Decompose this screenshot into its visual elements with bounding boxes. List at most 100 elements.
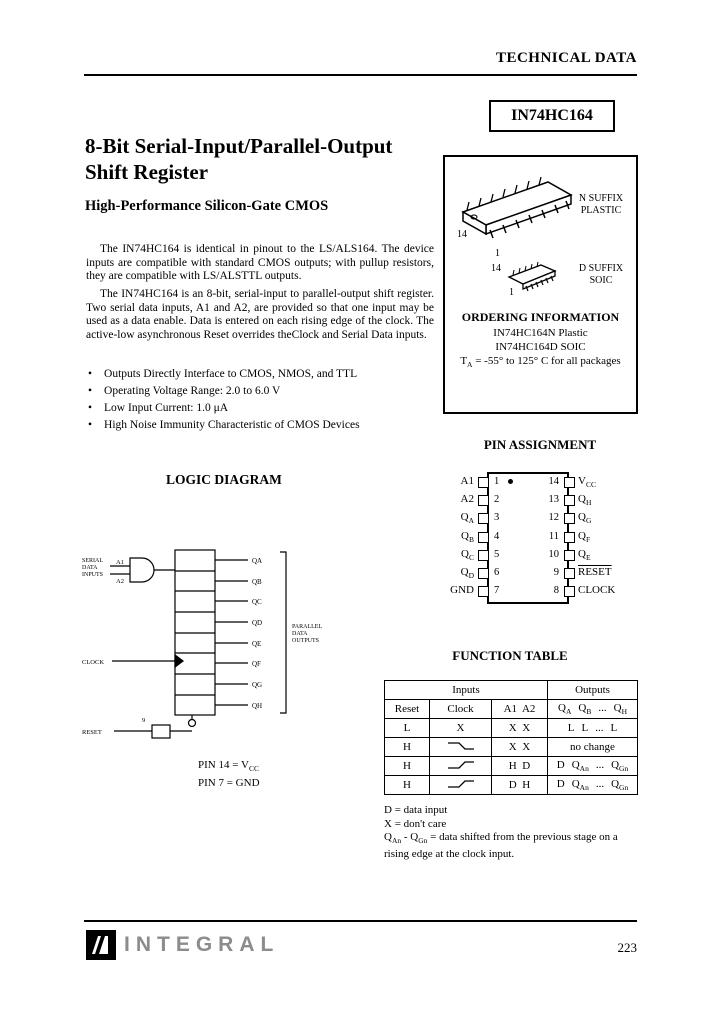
temperature-range: TA = -55° to 125° C for all packages (460, 355, 621, 370)
svg-text:OUTPUTS: OUTPUTS (292, 638, 319, 644)
pin-row: A2 2 13 QH (460, 493, 592, 508)
pin-square (564, 532, 575, 543)
reset-pin-number: 9 (142, 717, 145, 724)
note-x: X = don't care (384, 817, 447, 830)
pin-square (478, 568, 489, 579)
feature-item: High Noise Immunity Characteristic of CM… (88, 418, 440, 432)
pin-assignment-title: PIN ASSIGNMENT (483, 437, 597, 452)
output-label-qd: QD (252, 619, 262, 627)
page-subtitle: High-Performance Silicon-Gate CMOS (85, 198, 329, 214)
part-number: IN74HC164 (511, 107, 593, 124)
pin-row: QB 4 11 QF (461, 530, 591, 545)
pin-square (564, 495, 575, 506)
pin-square (478, 586, 489, 597)
pin-square (564, 477, 575, 488)
rising-edge-icon (447, 760, 474, 769)
a2-input-label: A2 (116, 578, 124, 585)
pin-square (564, 513, 575, 524)
col-clock: Clock (429, 699, 492, 719)
feature-item: Operating Voltage Range: 2.0 to 6.0 V (88, 384, 440, 398)
note-d: D = data input (384, 804, 448, 816)
brand-name: INTEGRAL (124, 933, 280, 956)
pin-square (478, 477, 489, 488)
part-number-box: IN74HC164 (489, 100, 615, 132)
col-a1a2: A1 A2 (491, 699, 548, 719)
output-label-qe: QE (252, 640, 261, 648)
output-label-qf: QF (252, 660, 261, 668)
inputs-header: Inputs (384, 680, 548, 700)
reset-input-label: RESET (82, 729, 102, 736)
page-number: 223 (617, 940, 638, 955)
soic-pin1-label: 1 (509, 287, 514, 298)
rising-edge-icon (447, 779, 474, 788)
pin7-note: PIN 7 = GND (198, 777, 260, 790)
falling-edge-icon (447, 741, 474, 750)
pin-row: QA 3 12 QG (460, 511, 592, 526)
page-title: 8-Bit Serial-Input/Parallel-Output Shift… (85, 133, 465, 185)
header-rule (84, 74, 637, 76)
output-label-qh: QH (252, 702, 262, 710)
a1-input-label: A1 (116, 559, 124, 566)
paragraph-2: The IN74HC164 is an 8-bit, serial-input … (86, 288, 434, 341)
pin-square (478, 495, 489, 506)
function-table-notes: D = data input X = don't care QAn - QGn … (384, 804, 642, 861)
pin1-dot-icon (508, 479, 513, 484)
feature-item: Outputs Directly Interface to CMOS, NMOS… (88, 367, 440, 381)
outputs-header: Outputs (547, 680, 638, 700)
technical-data-heading: TECHNICAL DATA (495, 50, 637, 66)
output-label-qc: QC (252, 598, 262, 606)
power-pin-notes: PIN 14 = VCC PIN 7 = GND (198, 758, 260, 790)
pin-row: A1 1 14 VCC (402, 473, 648, 490)
pin-label: A1 (460, 475, 474, 487)
parallel-outputs-label: PARALLEL (292, 624, 322, 630)
col-reset: Reset (384, 699, 430, 719)
dip-package-drawing (461, 176, 573, 239)
pin-square (564, 550, 575, 561)
pin-square (564, 568, 575, 579)
ordering-line-soic: IN74HC164D SOIC (495, 341, 586, 353)
pin-number: 1 (494, 476, 500, 487)
output-label-qg: QG (252, 681, 262, 689)
note-shift: QAn - QGn = data shifted from the previo… (384, 831, 618, 860)
output-label-qa: QA (252, 557, 262, 565)
pin-square (564, 586, 575, 597)
svg-text:INPUTS: INPUTS (82, 572, 103, 578)
feature-item: Low Input Current: 1.0 μA (88, 401, 440, 415)
table-row: H X X no change (384, 737, 638, 757)
title-line1: 8-Bit Serial-Input/Parallel-Output (85, 134, 393, 158)
dip-pin14-label: 14 (457, 229, 467, 240)
d-suffix-label: D SUFFIX SOIC (578, 263, 624, 286)
pin-square (478, 532, 489, 543)
pin-row: QD 6 9 RESET (402, 564, 648, 581)
pin-row: GND 7 8 CLOCK (450, 584, 616, 597)
pin-assignment-diagram: A1 1 14 VCC A2 2 13 QH QA 3 12 QG QB 4 1… (402, 472, 648, 604)
logic-diagram-title: LOGIC DIAGRAM (166, 472, 282, 487)
function-table-title: FUNCTION TABLE (452, 648, 568, 663)
serial-inputs-label: SERIAL (82, 558, 103, 564)
feature-list: Outputs Directly Interface to CMOS, NMOS… (88, 367, 440, 435)
soic-package-drawing (507, 261, 557, 292)
dip-pin1-label: 1 (495, 248, 500, 259)
pin-square (478, 513, 489, 524)
integral-logo-icon (86, 930, 116, 960)
logic-diagram: SERIAL DATA INPUTS A1 A2 CLOCK RESET 9 Q… (82, 549, 322, 739)
pin-label-reset: RESET (578, 566, 612, 578)
title-line2: Shift Register (85, 160, 209, 184)
pin-square (478, 550, 489, 561)
footer-rule (84, 920, 637, 922)
soic-pin14-label: 14 (491, 263, 501, 274)
ordering-information-box: N SUFFIX PLASTIC 14 1 D SUFFIX SOIC 14 1… (443, 155, 638, 414)
pin14-note: PIN 14 = VCC (198, 759, 259, 774)
ordering-title: ORDERING INFORMATION (461, 310, 620, 324)
ordering-line-plastic: IN74HC164N Plastic (493, 327, 588, 339)
svg-text:DATA: DATA (292, 631, 308, 637)
clock-input-label: CLOCK (82, 659, 104, 666)
pin-label: VCC (578, 475, 596, 490)
output-label-qb: QB (252, 578, 262, 586)
paragraph-1: The IN74HC164 is identical in pinout to … (86, 243, 434, 282)
